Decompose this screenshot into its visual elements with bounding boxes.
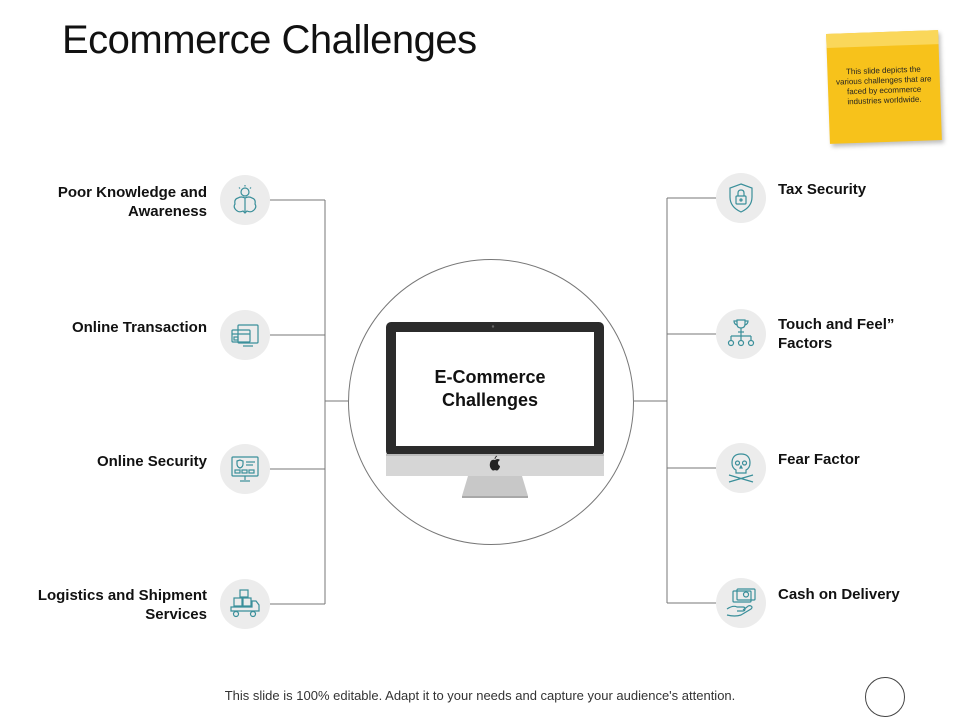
credit-card-icon (220, 310, 270, 360)
label-logistics: Logistics and Shipment Services (37, 587, 207, 623)
monitor-icon (386, 322, 604, 498)
brain-bulb-icon (220, 175, 270, 225)
apple-logo-icon (489, 455, 500, 471)
corner-circle (865, 677, 905, 717)
label-online-security: Online Security (96, 453, 207, 470)
center-circle (348, 259, 634, 545)
shield-lock-icon (716, 173, 766, 223)
label-poor-knowledge: Poor Knowledge and Awareness (57, 184, 207, 220)
page-title: Ecommerce Challenges (62, 18, 477, 62)
secure-monitor-icon (220, 444, 270, 494)
center-label: E-Commerce Challenges (434, 367, 546, 410)
footer-text: This slide is 100% editable. Adapt it to… (224, 688, 736, 703)
label-cash-on-delivery: Cash on Delivery (778, 586, 900, 603)
cash-hand-icon (716, 578, 766, 628)
label-tax-security: Tax Security (778, 181, 867, 198)
label-touch-feel: Touch and Feel” Factors (778, 316, 895, 352)
delivery-truck-icon (220, 579, 270, 629)
label-online-transaction: Online Transaction (71, 319, 207, 336)
label-fear-factor: Fear Factor (778, 451, 860, 468)
trophy-hierarchy-icon (716, 309, 766, 359)
skull-crossbones-icon (716, 443, 766, 493)
